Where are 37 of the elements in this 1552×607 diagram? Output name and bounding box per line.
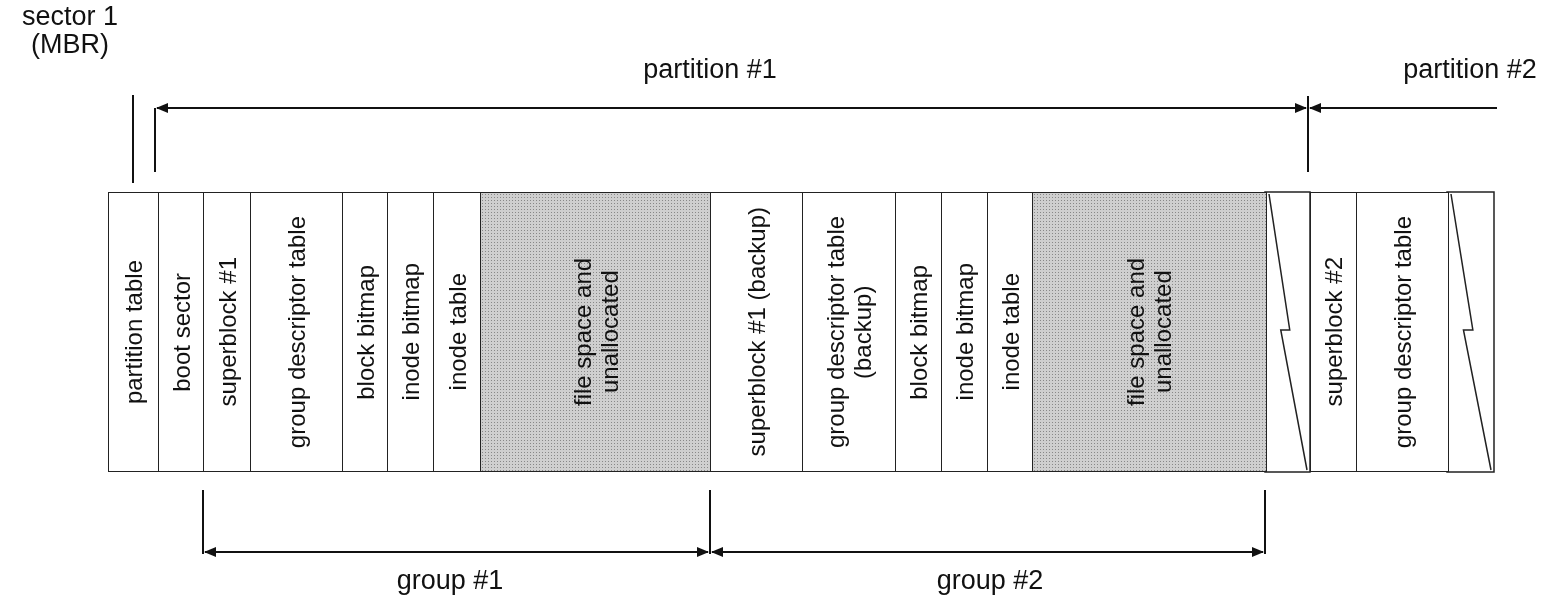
block-label: superblock #1 [213, 257, 241, 407]
block-label: superblock #1 (backup) [743, 207, 771, 457]
layout-block [433, 192, 482, 472]
dimension-label: partition #2 [1402, 55, 1538, 83]
block-label: inode table [996, 273, 1024, 391]
block-label: block bitmap [905, 264, 933, 400]
layout-block [203, 192, 252, 472]
shaded-block [1032, 192, 1267, 472]
layout-block [342, 192, 389, 472]
block-label: file space and unallocated [1122, 256, 1177, 409]
sector-label: sector 1 (MBR) [20, 2, 119, 58]
layout-block [387, 192, 435, 472]
dimension-label: group #2 [935, 566, 1045, 594]
dimension-label: partition #1 [642, 55, 778, 83]
block-label: boot sector [167, 272, 195, 392]
dimension-label: group #1 [395, 566, 505, 594]
layout-block [802, 192, 897, 472]
block-label: group descriptor table [1388, 215, 1416, 449]
block-label: group descriptor table [283, 215, 311, 449]
layout-block [158, 192, 205, 472]
shaded-block [480, 192, 712, 472]
block-label: inode bitmap [397, 263, 425, 401]
block-label: partition table [120, 259, 148, 405]
block-label: block bitmap [351, 264, 379, 400]
layout-block [987, 192, 1034, 472]
layout-block [941, 192, 989, 472]
layout-block [108, 192, 160, 472]
block-label: group descriptor table (backup) [822, 214, 877, 451]
block-label: superblock #2 [1320, 257, 1348, 407]
layout-block [1356, 192, 1449, 472]
block-label: inode table [443, 273, 471, 391]
layout-block [250, 192, 344, 472]
block-label: file space and unallocated [568, 256, 623, 409]
layout-block [895, 192, 943, 472]
block-label: inode bitmap [951, 263, 979, 401]
layout-block [710, 192, 804, 472]
layout-block [1310, 192, 1358, 472]
